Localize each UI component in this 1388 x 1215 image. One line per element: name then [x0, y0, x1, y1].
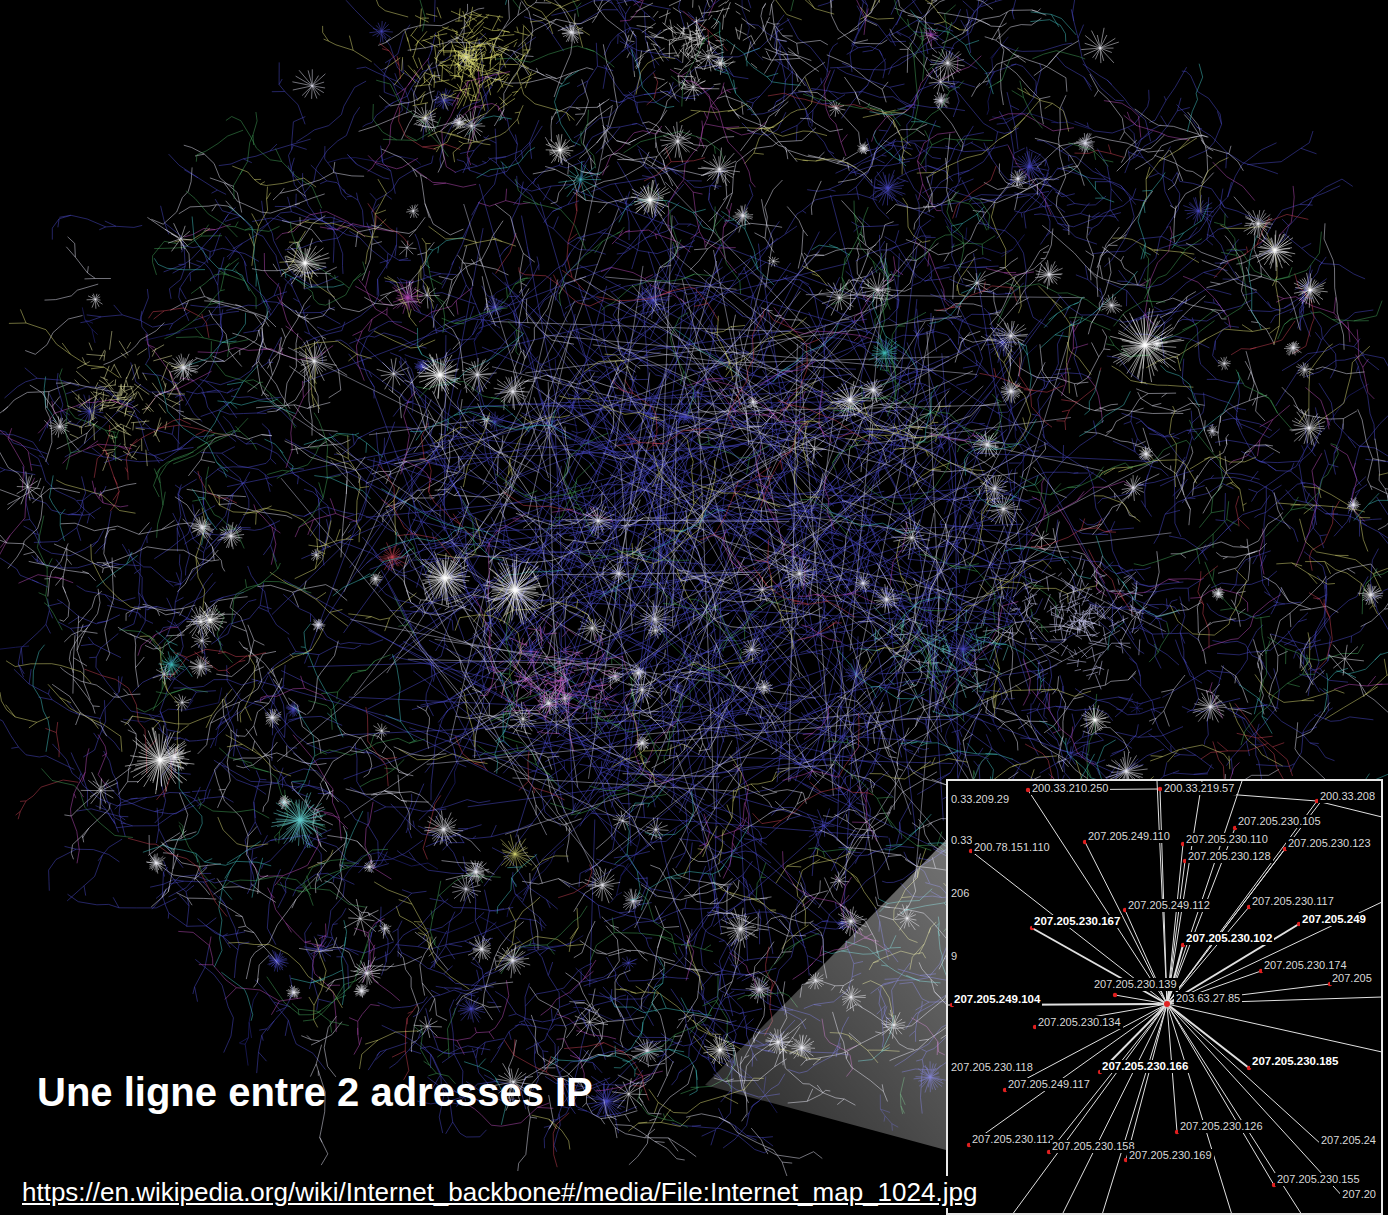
- source-url: https://en.wikipedia.org/wiki/Internet_b…: [22, 1176, 977, 1208]
- ip-address-label: 207.205.24: [1319, 1134, 1378, 1147]
- ip-address-label: 207.205: [1330, 972, 1374, 985]
- ip-link: [969, 1004, 1167, 1145]
- ip-link: [1167, 971, 1261, 1004]
- ip-dot: [1113, 993, 1117, 997]
- ip-address-label: 207.205.230.185: [1250, 1055, 1340, 1068]
- ip-address-label: 207.205.230.169: [1127, 1149, 1214, 1162]
- ip-address-label: 200.78.151.110: [972, 841, 1052, 854]
- map-links: [625, 0, 757, 99]
- ip-link: [1005, 1004, 1167, 1090]
- ip-link: [1160, 789, 1167, 1004]
- ip-address-label: 207.205.230.158: [1050, 1140, 1137, 1153]
- map-links: [271, 792, 326, 848]
- ip-link: [1028, 790, 1167, 1004]
- map-links: [860, 588, 1008, 714]
- ip-link: [1167, 1004, 1344, 1198]
- ip-address-label: 200.33.208: [1318, 790, 1377, 803]
- ip-link: [1317, 801, 1381, 817]
- ip-link: [1115, 995, 1167, 1004]
- ip-address-label: 207.205.230.117: [1250, 895, 1336, 908]
- ip-link: [1167, 781, 1202, 1004]
- ip-address-label: 207.205.249: [1300, 913, 1368, 926]
- ip-address-label: 207.205.230.134: [1036, 1016, 1123, 1029]
- ip-address-label: 207.205.230.155: [1275, 1173, 1362, 1186]
- ip-address-label: 207.205.230.102: [1184, 932, 1274, 945]
- ip-address-label: 207.205.230.123: [1286, 837, 1373, 850]
- ip-address-label: 207.205.249.117: [1006, 1078, 1092, 1091]
- ip-address-label: 206: [949, 887, 971, 900]
- ip-link: [1102, 1004, 1167, 1213]
- map-links: [0, 0, 1388, 1126]
- ip-address-label: 207.205.230.139: [1092, 978, 1179, 991]
- caption-text: Une ligne entre 2 adresses IP: [37, 1068, 593, 1116]
- ip-link: [1032, 928, 1167, 1004]
- ip-address-label: 207.205.230.174: [1262, 959, 1349, 972]
- ip-address-label: 203.63.27.85: [1174, 992, 1242, 1005]
- ip-address-label: 0.33: [949, 834, 974, 847]
- ip-address-label: 207.205.249.110: [1086, 830, 1172, 843]
- map-links: [488, 617, 634, 752]
- ip-link: [1126, 1004, 1167, 1160]
- ip-link: [1167, 1004, 1322, 1145]
- map-links: [996, 556, 1148, 690]
- ip-address-label: 207.205.230.105: [1236, 815, 1323, 828]
- ip-link: [1167, 849, 1285, 1004]
- ip-link: [1167, 1004, 1232, 1213]
- ip-address-label: 207.205.230.112: [970, 1133, 1056, 1146]
- ip-address-label: 207.20: [1340, 1188, 1378, 1201]
- ip-dot: [1164, 1001, 1170, 1007]
- ip-address-label: 9: [949, 950, 959, 963]
- ip-address-label: 207.205.230.167: [1032, 915, 1122, 928]
- ip-address-label: 0.33.209.29: [949, 793, 1011, 806]
- ip-link: [1157, 781, 1167, 1004]
- ip-link: [1167, 984, 1330, 1004]
- map-links: [385, 7, 537, 119]
- ip-link: [1167, 781, 1242, 1004]
- ip-address-label: 200.33.210.250: [1030, 782, 1110, 795]
- ip-address-label: 207.205.249.104: [952, 993, 1042, 1006]
- ip-link: [1167, 902, 1381, 1004]
- ip-address-label: 207.205.230.128: [1186, 850, 1273, 863]
- map-links: [67, 331, 200, 471]
- ip-address-label: 207.205.230.166: [1100, 1060, 1190, 1073]
- ip-address-label: 207.205.230.118: [949, 1061, 1035, 1074]
- ip-address-label: 200.33.219.57: [1162, 782, 1236, 795]
- ip-link: [1062, 1004, 1167, 1213]
- ip-address-label: 207.205.249.112: [1126, 899, 1212, 912]
- ip-address-label: 207.205.230.110: [1184, 833, 1270, 846]
- zoom-wedge-shape: [705, 840, 946, 1150]
- ip-address-label: 207.205.230.126: [1178, 1120, 1265, 1133]
- ip-link: [1167, 1004, 1249, 1068]
- ip-link: [1012, 1004, 1167, 1213]
